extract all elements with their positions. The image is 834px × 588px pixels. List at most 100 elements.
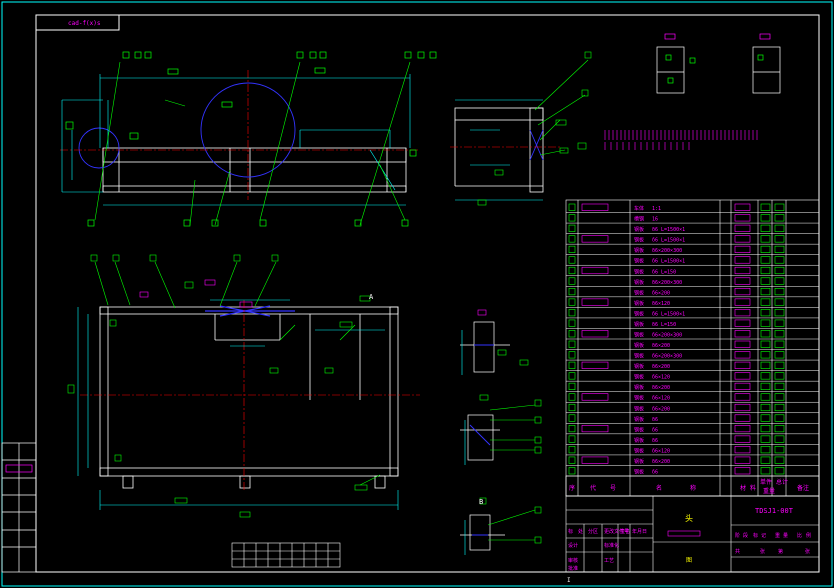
center-mark-0: 头 [685, 513, 693, 523]
parts-row-name: 钢板 [634, 226, 644, 233]
parts-row-material-box [734, 435, 751, 443]
right-cell-1: 段 [743, 532, 748, 539]
parts-row-index-box [568, 288, 576, 296]
right-cell-4: 重 [775, 532, 780, 539]
parts-row-material-box [734, 403, 751, 412]
parts-row-note: δ6×200 [652, 385, 670, 391]
parts-row-material-box [734, 446, 751, 454]
parts-row-index-box [568, 425, 576, 433]
parts-row-note: δ6 L=150 [652, 269, 676, 275]
parts-row-note: 16 [652, 217, 658, 223]
parts-row-note: δ6×200 [652, 364, 670, 370]
parts-row-code-box [581, 203, 609, 211]
parts-row-material-box [734, 203, 751, 211]
parts-row-material-box [734, 309, 751, 317]
parts-row-code-box [581, 393, 609, 401]
parts-row-total-box [774, 414, 785, 422]
parts-row-index-box [568, 266, 576, 275]
parts-row-name: 钢板 [634, 458, 644, 465]
parts-row-total-box [774, 224, 785, 232]
parts-row-name: 钢板 [634, 395, 644, 402]
parts-row-material-box [734, 425, 751, 433]
parts-row-weight-box [760, 403, 771, 412]
parts-row-material-box [734, 235, 751, 243]
parts-row-material-box [734, 351, 751, 359]
parts-row-material-box [734, 224, 751, 232]
parts-row-name: 钢板 [634, 237, 644, 244]
title-block [565, 495, 820, 573]
parts-row-material-box [734, 245, 751, 253]
parts-row-total-box [774, 351, 785, 359]
parts-row-note: δ6×120 [652, 301, 670, 307]
parts-row-weight-box [760, 361, 771, 369]
parts-row-total-box [774, 425, 785, 433]
parts-row-name: 钢板 [634, 384, 644, 391]
parts-row-index-box [568, 372, 576, 380]
parts-row-material-box [734, 330, 751, 338]
parts-row-total-box [774, 256, 785, 264]
parts-row-total-box [774, 467, 785, 475]
lower-cell-5: 年月日 [632, 528, 647, 535]
top-plan-view [60, 51, 437, 227]
parts-row-index-box [568, 340, 576, 348]
lower-cell-4: 签名 [620, 528, 630, 535]
parts-row-material-box [734, 288, 751, 296]
parts-row-note: δ6×200×300 [652, 280, 682, 286]
parts-row-note: δ6×120 [652, 448, 670, 454]
drawing-code: TDSJ1-00T [755, 507, 794, 515]
small-rotation-circle [78, 127, 120, 169]
parts-row-index-box [568, 214, 576, 222]
right-cell-2: 标 [753, 532, 758, 539]
parts-row-index-box [568, 245, 576, 253]
parts-row-index-box [568, 456, 576, 464]
parts-row-index-box [568, 446, 576, 454]
parts-row-weight-box [760, 446, 771, 454]
parts-row-note: δ6 [652, 438, 658, 444]
parts-row-index-box [568, 414, 576, 422]
parts-row-weight-box [760, 414, 771, 422]
sheet-label-1: 张 [760, 548, 765, 555]
left-revision-column [1, 442, 37, 573]
parts-row-weight-box [760, 351, 771, 359]
parts-row-weight-box [760, 330, 771, 338]
dimension-table [231, 542, 341, 568]
stamp-tag-text: cad-f(x)s [68, 20, 101, 27]
parts-row-index-box [568, 319, 576, 327]
parts-row-material-box [734, 266, 751, 275]
parts-row-total-box [774, 245, 785, 253]
parts-row-index-box [568, 224, 576, 232]
parts-row-note: δ6×200 [652, 290, 670, 296]
lower-cell-6: 设计 [568, 542, 578, 549]
parts-row-index-box [568, 256, 576, 264]
parts-row-weight-box [760, 266, 771, 275]
detail-views-top-right [656, 46, 781, 94]
parts-row-note: δ6×200×300 [652, 248, 682, 254]
parts-row-weight-box [760, 309, 771, 317]
parts-row-material-box [734, 361, 751, 369]
parts-row-code-box [581, 330, 609, 338]
sheet-label-2: 第 [778, 548, 783, 555]
front-view [67, 254, 420, 518]
sheet-label-3: 张 [805, 548, 810, 555]
center-mark-1: 图 [686, 557, 692, 564]
parts-row-note: δ6×200 [652, 459, 670, 465]
parts-row-material-box [734, 298, 751, 306]
parts-row-weight-box [760, 288, 771, 296]
parts-row-weight-box [760, 203, 771, 211]
parts-row-note: δ6 L=1500×1 [652, 259, 685, 265]
parts-row-material-box [734, 414, 751, 422]
parts-row-material-box [734, 456, 751, 464]
parts-row-name: 钢板 [634, 405, 644, 412]
parts-row-total-box [774, 203, 785, 211]
lower-cell-8: 审核 [568, 557, 578, 564]
parts-row-name: 钢板 [634, 374, 644, 381]
parts-row-index-box [568, 351, 576, 359]
parts-row-code-box [581, 235, 609, 243]
parts-row-name: 钢板 [634, 426, 644, 433]
parts-row-name: 钢板 [634, 258, 644, 265]
parts-row-material-box [734, 256, 751, 264]
right-cell-5: 量 [783, 532, 788, 539]
parts-row-total-box [774, 393, 785, 401]
header-col-3: 名 [656, 484, 662, 492]
header-col-5: 材 [740, 484, 746, 492]
